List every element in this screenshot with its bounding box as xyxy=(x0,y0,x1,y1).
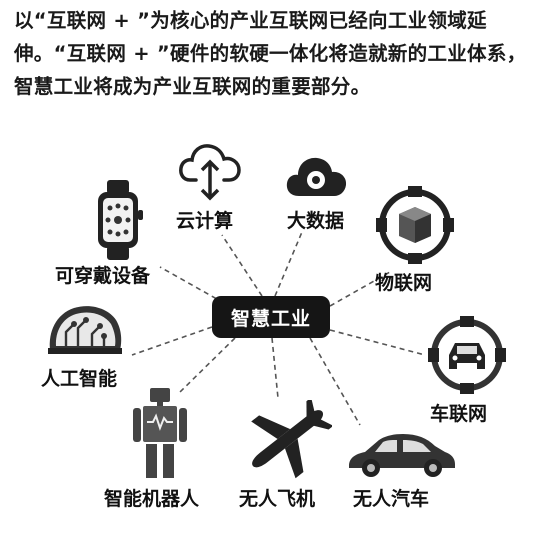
robot-icon xyxy=(133,388,187,478)
smart-watch-icon xyxy=(98,180,143,260)
cloud-upload-download-icon xyxy=(179,144,241,201)
spoke-robot xyxy=(179,337,236,393)
node-label-vehicle-network: 车联网 xyxy=(430,403,488,425)
node-label-drone: 无人飞机 xyxy=(239,488,316,510)
spoke-vehicle xyxy=(329,329,426,356)
spoke-ai xyxy=(131,326,213,356)
node-label-big-data: 大数据 xyxy=(287,210,345,232)
node-label-ai: 人工智能 xyxy=(41,368,118,390)
car-network-ring-icon xyxy=(428,316,506,394)
node-label-self-driving-car: 无人汽车 xyxy=(353,488,430,510)
spoke-car xyxy=(309,337,361,426)
iot-package-ring-icon xyxy=(376,186,454,264)
car-icon xyxy=(349,434,455,477)
node-label-wearables: 可穿戴设备 xyxy=(55,265,151,287)
spoke-cloud xyxy=(221,234,263,297)
node-label-iot: 物联网 xyxy=(375,272,433,294)
node-label-robot: 智能机器人 xyxy=(104,488,200,510)
spoke-iot xyxy=(329,271,391,307)
cloud-data-icon xyxy=(286,157,347,196)
intro-paragraph: 以“互联网 + ”为核心的产业互联网已经向工业领域延伸。“互联网 + ”硬件的软… xyxy=(14,9,527,98)
airplane-icon xyxy=(251,400,332,479)
spoke-bigdata xyxy=(274,231,303,297)
hub-badge: 智慧工业 xyxy=(212,296,330,338)
brain-circuit-icon xyxy=(48,306,122,354)
spoke-wearables xyxy=(159,266,225,304)
spoke-drone xyxy=(271,337,279,399)
node-label-cloud-computing: 云计算 xyxy=(176,210,234,232)
